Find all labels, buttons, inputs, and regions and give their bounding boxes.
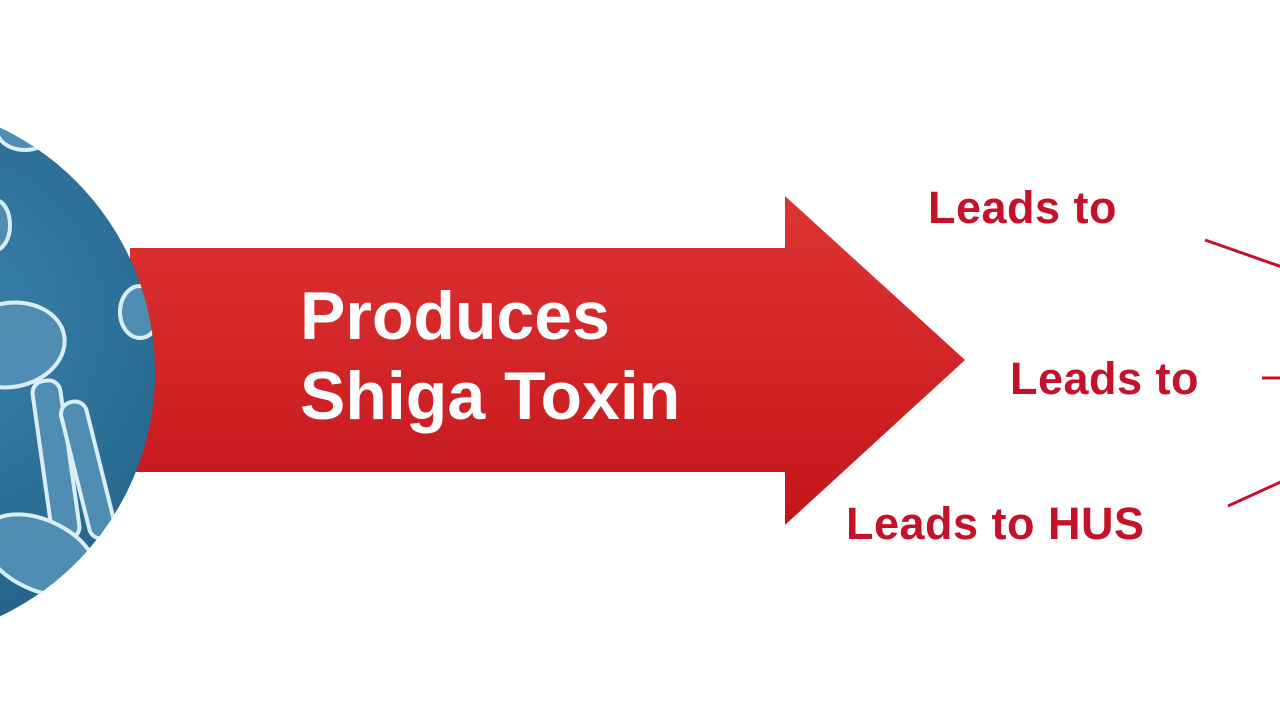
outcome-label-1: Leads to <box>928 182 1118 233</box>
outcome-label-2: Leads to <box>1010 353 1200 404</box>
connector-line-3 <box>1227 480 1280 508</box>
connector-line-1 <box>1204 238 1280 268</box>
arrow-label-line1: Produces <box>300 278 610 354</box>
outcome-label-3: Leads to HUS <box>846 498 1145 549</box>
bacteria-image <box>0 108 155 617</box>
arrow-label: Produces Shiga Toxin <box>300 276 680 436</box>
arrow-label-line2: Shiga Toxin <box>300 358 681 434</box>
produces-arrow <box>130 196 965 525</box>
